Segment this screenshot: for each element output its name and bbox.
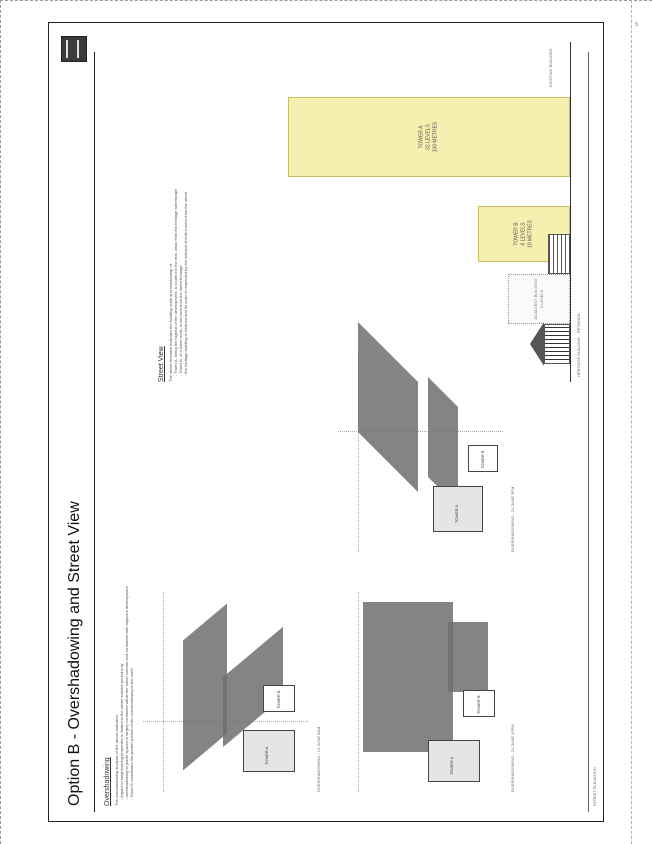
building-footprint: TOWER B	[468, 445, 498, 472]
page-margin-line	[631, 0, 632, 844]
shadow-area	[358, 322, 418, 492]
shadow-diagram-2: TOWER A TOWER B	[338, 582, 508, 792]
street-line	[163, 592, 164, 792]
tower-a-name: TOWER A	[418, 125, 425, 149]
page-title: Option B - Overshadowing and Street View	[66, 501, 83, 806]
bottom-rule	[588, 52, 589, 812]
building-footprint: TOWER A	[243, 730, 295, 772]
overshadowing-line-4: - Tower B contributes the greater portio…	[129, 668, 134, 800]
overshadowing-heading: Overshadowing	[104, 757, 111, 806]
building-label: TOWER A	[454, 504, 459, 523]
building-label: TOWER A	[449, 756, 454, 775]
street-view-heading: Street View	[158, 346, 165, 382]
building-label: TOWER B	[276, 690, 281, 709]
shadow-area	[448, 622, 488, 692]
heritage-roof-icon	[530, 322, 544, 366]
diagram-caption: OVERSHADOWING - 21 JUNE 9AM	[316, 726, 321, 792]
tower-a-label: TOWER A 32 LEVELS 100 METRES	[419, 98, 440, 176]
ground-line	[570, 42, 571, 382]
slide: Option B - Overshadowing and Street View…	[48, 22, 604, 822]
building-label: TOWER B	[476, 695, 481, 714]
adjacent-building-label: ADJACENT BUILDING 6 LEVELS	[533, 275, 545, 323]
adjacent-building-levels: 6 LEVELS	[539, 289, 544, 309]
diagram-caption: OVERSHADOWING - 21 JUNE 3PM	[510, 486, 515, 552]
page-number: 5	[635, 22, 638, 28]
street-line	[358, 592, 359, 792]
tower-b-label: TOWER B 6 LEVELS 19 METRES	[514, 207, 535, 261]
street-view-line-4: - the heritage building is retained and …	[183, 191, 188, 376]
tower-b-levels: 6 LEVELS	[520, 222, 527, 246]
shadow-area	[183, 603, 227, 771]
adjacent-building: ADJACENT BUILDING 6 LEVELS	[508, 274, 570, 324]
heritage-caption: HERITAGE BUILDING - RETAINED	[576, 313, 581, 377]
building-footprint: TOWER B	[463, 690, 495, 717]
existing-caption: EXISTING BUILDING	[548, 48, 553, 87]
logo	[61, 36, 87, 62]
tower-b-name: TOWER B	[513, 222, 520, 246]
tower-a: TOWER A 32 LEVELS 100 METRES	[288, 97, 570, 177]
building-footprint: TOWER B	[263, 685, 295, 712]
tower-a-levels: 32 LEVELS	[425, 124, 432, 150]
building-label: TOWER A	[264, 746, 269, 765]
building-label: TOWER B	[480, 450, 485, 469]
existing-building	[548, 234, 570, 274]
shadow-diagram-3: TOWER A TOWER B	[338, 322, 508, 552]
shadow-area	[363, 602, 453, 752]
building-footprint: TOWER A	[433, 486, 483, 532]
shadow-diagram-1: TOWER A TOWER B	[143, 582, 313, 792]
logo-mark-icon	[66, 40, 79, 58]
tower-a-height: 100 METRES	[432, 121, 439, 153]
title-bar: Option B - Overshadowing and Street View	[58, 36, 95, 812]
tower-b-height: 19 METRES	[527, 220, 534, 248]
footer-caption: STREET ELEVATION	[592, 767, 597, 806]
diagram-caption: OVERSHADOWING - 21 JUNE 12PM	[510, 724, 515, 792]
building-footprint: TOWER A	[428, 740, 480, 782]
heritage-building	[544, 324, 570, 364]
